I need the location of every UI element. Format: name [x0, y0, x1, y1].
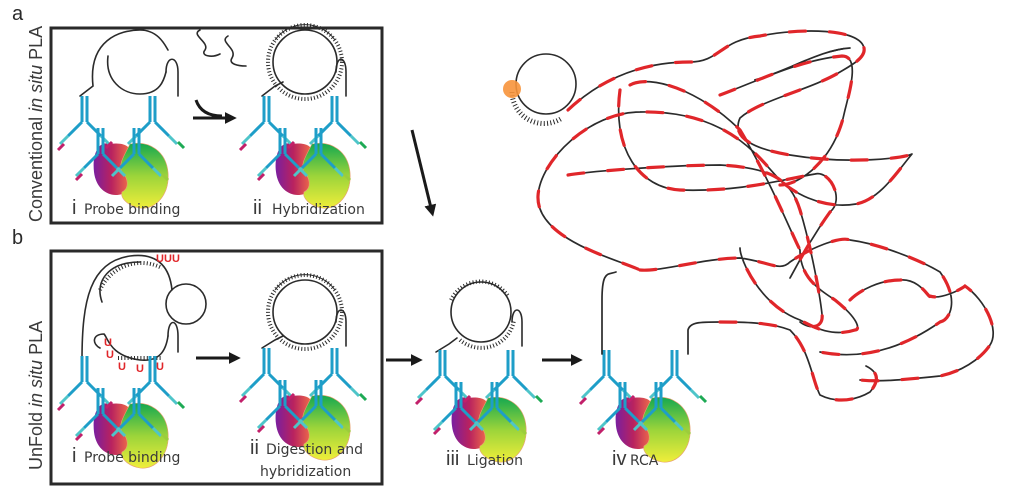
uracil-mark: U	[106, 349, 114, 361]
uracil-mark: U	[136, 363, 144, 375]
step-a-ii-numeral: ii	[253, 197, 262, 219]
step-b-i-numeral: i	[72, 445, 76, 467]
step-iii-numeral: iii	[446, 448, 459, 470]
uracil-mark: U	[156, 361, 164, 373]
curved-arrow	[194, 99, 223, 118]
step-iv-rca-illustration	[580, 271, 721, 462]
protein-antibody-complex	[240, 96, 366, 208]
step-iii-ligation-illustration	[416, 279, 542, 462]
panel-a-side-label: Conventional in situ PLA	[26, 26, 46, 222]
step-b-ii-label-line2: hybridization	[260, 464, 351, 480]
protein-antibody-complex	[580, 350, 706, 462]
step-b-ii-label-line1: Digestion and	[266, 442, 363, 458]
step-iv-numeral: iv	[612, 448, 626, 470]
step-b-ii-numeral: ii	[250, 437, 259, 459]
step-a-ii-label: Hybridization	[272, 202, 365, 218]
connector-oligo	[196, 29, 221, 57]
detection-probes	[536, 29, 995, 402]
panel-b-step-i-illustration: U U U U U U U U	[58, 253, 207, 468]
panel-letter-b: b	[12, 227, 23, 249]
protein-antibody-complex	[416, 350, 542, 462]
uracil-mark: U	[118, 361, 126, 373]
circular-template	[515, 53, 577, 115]
step-iv-label: RCA	[630, 453, 659, 469]
primer-dot	[503, 80, 521, 98]
panel-a-step-ii-illustration	[240, 22, 366, 209]
rca-product	[503, 29, 995, 402]
connector-oligo	[224, 35, 247, 67]
panel-letter-a: a	[12, 3, 24, 25]
uracil-mark: U	[164, 253, 172, 265]
uracil-mark: U	[104, 337, 112, 349]
step-a-i-label: Probe binding	[84, 202, 180, 218]
panel-b-side-label: UnFold in situ PLA	[26, 321, 46, 470]
step-iii-label: Ligation	[467, 453, 523, 469]
arrow-a-to-ligation	[410, 129, 437, 217]
uracil-mark: U	[156, 253, 164, 265]
panel-a-step-i-illustration	[58, 29, 184, 208]
step-b-i-label: Probe binding	[84, 450, 180, 466]
step-a-i-numeral: i	[72, 197, 76, 219]
protein-antibody-complex	[58, 96, 184, 208]
panel-b-box	[49, 249, 384, 486]
panel-b-step-ii-illustration	[240, 272, 366, 461]
uracil-mark: U	[172, 253, 180, 265]
panel-a-box	[49, 26, 384, 225]
